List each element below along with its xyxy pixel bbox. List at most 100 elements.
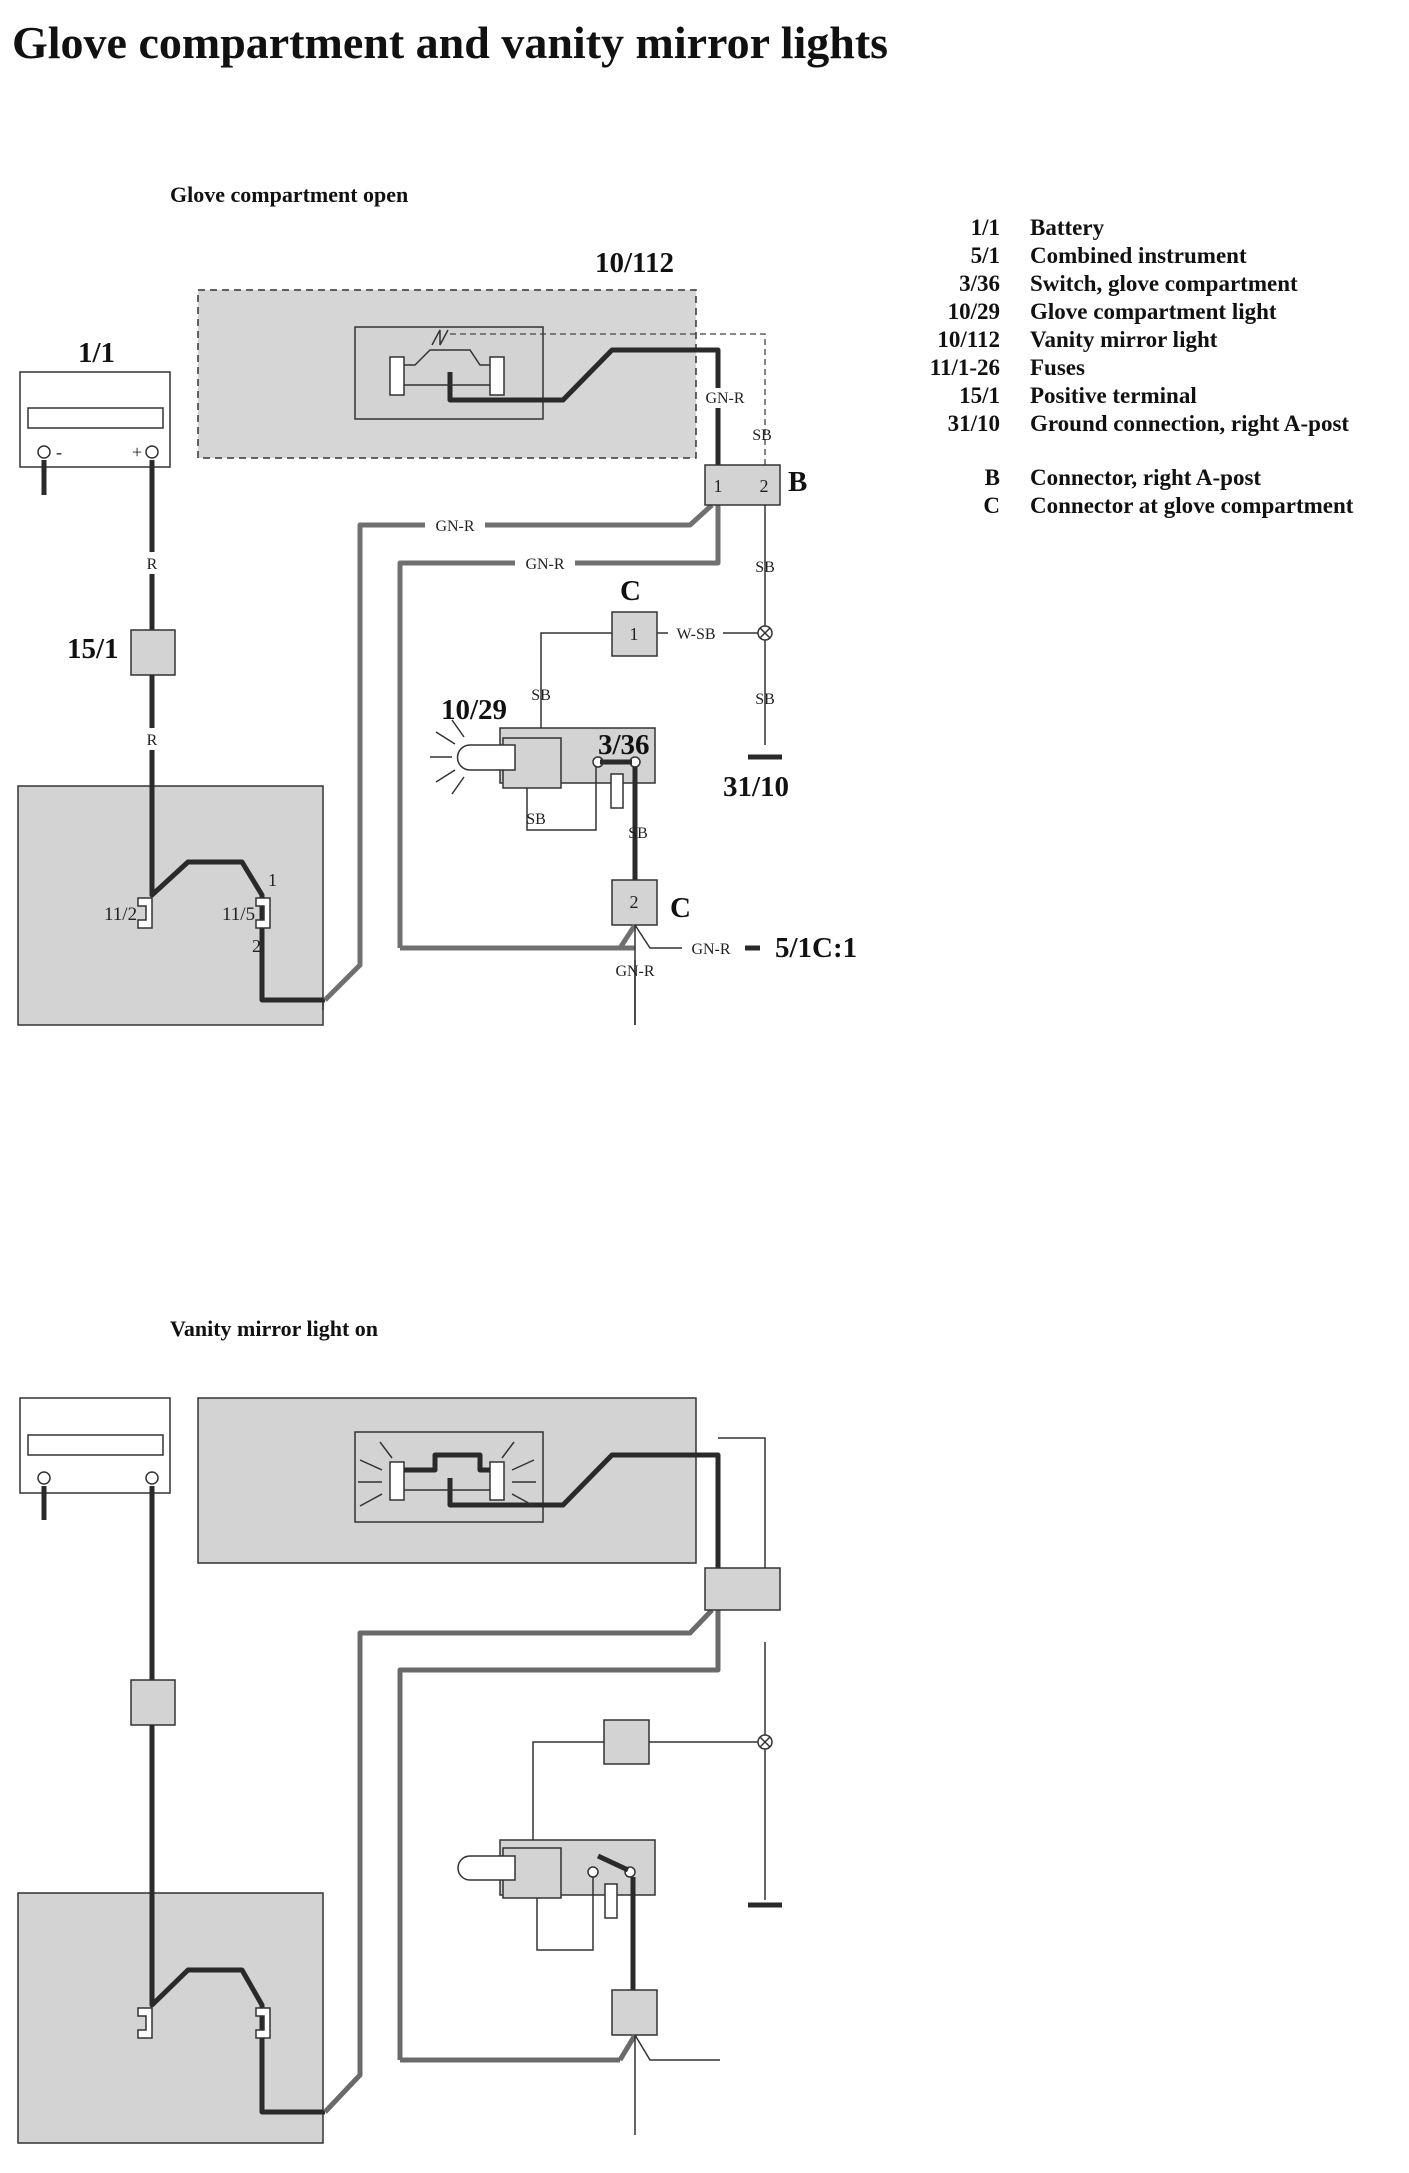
panel-heading: Vanity mirror light on	[170, 1316, 378, 1341]
wire-gnr-to-c	[617, 923, 638, 950]
wire-gnr-to-c	[617, 2033, 638, 2062]
legend-name: Fuses	[1030, 355, 1085, 380]
legend-code: 11/1-26	[930, 355, 1000, 380]
light-ray	[379, 1441, 393, 1459]
panel-heading: Glove compartment open	[170, 182, 408, 207]
legend-code: 1/1	[971, 215, 1000, 240]
switch-label: 3/36	[598, 729, 650, 761]
light-ray	[451, 776, 465, 795]
mirror-lamp-wire	[404, 1452, 490, 1473]
connector-c-top	[611, 611, 658, 657]
label-bg	[515, 554, 575, 574]
wire-label-sb: SB	[531, 687, 551, 704]
mirror-lamp-left	[389, 356, 405, 396]
battery-terminal-pos	[145, 1471, 159, 1485]
glove-lamp-bulb	[456, 744, 516, 771]
connector-b-label: B	[788, 466, 807, 498]
light-ray	[359, 1493, 383, 1507]
battery: 1/1 - +	[19, 337, 171, 495]
wire-label-r: R	[147, 732, 158, 749]
mirror-switch-symbol	[431, 329, 449, 346]
fuse-pin: 2	[252, 936, 261, 956]
glove-light-label: 10/29	[441, 694, 507, 726]
wire-label-sb: SB	[628, 825, 648, 842]
panel-vanity-on: Vanity mirror light on	[17, 1316, 782, 2144]
label-bg	[142, 552, 162, 574]
battery-terminal-neg	[37, 1471, 51, 1485]
legend-name: Connector at glove compartment	[1030, 493, 1354, 518]
legend-name: Positive terminal	[1030, 383, 1197, 408]
wire-sb-light	[540, 632, 612, 735]
fuse-clip-left	[137, 897, 153, 929]
connector-b	[704, 464, 781, 506]
battery-terminal-pos	[145, 445, 159, 459]
legend-name: Connector, right A-post	[1030, 465, 1261, 490]
wire-gnr-down	[322, 925, 636, 1025]
mirror-dashed-link	[450, 333, 766, 465]
wire-label-gnr: GN-R	[705, 390, 744, 407]
legend-code: 5/1	[971, 243, 1000, 268]
connector-c-top	[603, 1719, 650, 1765]
ground-label: 31/10	[723, 771, 789, 803]
legend-name: Ground connection, right A-post	[1030, 411, 1349, 436]
wire-mirror-feed	[447, 1452, 721, 1598]
wire-sb-switch-loop	[536, 1877, 594, 1951]
fuse-label-left: 11/2	[104, 904, 137, 925]
wire-label-wsb: W-SB	[676, 626, 715, 643]
wire-gnr-upper	[323, 1608, 714, 2114]
connector-b	[704, 1567, 781, 1611]
wire-r-fuse	[149, 1725, 325, 2115]
mirror-lamp-wire	[404, 349, 490, 366]
connector-c-bottom	[611, 879, 658, 926]
light-ray	[511, 1459, 535, 1471]
light-ray	[435, 769, 456, 783]
light-ray	[511, 1493, 535, 1507]
splice-cross	[759, 627, 771, 639]
legend-name: Combined instrument	[1030, 243, 1247, 268]
fuse-box	[17, 1892, 324, 2144]
wire-label-r: R	[147, 556, 158, 573]
switch-lever-open	[596, 1853, 630, 1873]
connector-pin: 2	[760, 476, 769, 496]
battery-pos-mark: +	[132, 442, 142, 462]
positive-terminal-label: 15/1	[67, 633, 119, 665]
fuse-clip-right	[255, 2007, 271, 2039]
legend-name: Glove compartment light	[1030, 299, 1277, 324]
switch-plunger	[610, 773, 624, 809]
wire-gnr-upper	[323, 503, 714, 1002]
mirror-link	[718, 1437, 766, 1598]
legend-code: 3/36	[959, 271, 1000, 296]
legend: 1/1 Battery 5/1 Combined instrument 3/36…	[930, 215, 1354, 518]
light-ray	[435, 731, 456, 745]
battery-cell	[27, 1434, 164, 1456]
positive-terminal-box	[130, 629, 176, 676]
fuse-clip-left	[137, 2007, 153, 2039]
wire-gnr-instr	[634, 924, 682, 949]
positive-terminal-box	[130, 1679, 176, 1726]
connector-c-label: C	[670, 892, 691, 924]
wire-sb-switch-loop	[526, 767, 597, 831]
page-title: Glove compartment and vanity mirror ligh…	[12, 17, 888, 68]
battery-neg-mark: -	[56, 442, 62, 462]
label-bg	[425, 516, 485, 536]
switch-contact	[587, 1866, 599, 1878]
wire-label-sb: SB	[755, 559, 775, 576]
connector-pin: 1	[714, 476, 723, 496]
wire-label-gnr: GN-R	[435, 518, 474, 535]
mirror-lamp-right	[489, 356, 505, 396]
light-ray	[501, 1441, 515, 1459]
switch-plunger	[604, 1883, 618, 1919]
legend-name: Battery	[1030, 215, 1105, 240]
legend-code: 10/29	[948, 299, 1000, 324]
wire-label-sb: SB	[526, 811, 546, 828]
glove-lamp-bulb	[457, 1855, 516, 1881]
legend-code: B	[985, 465, 1000, 490]
wire-gnr-lower	[397, 1610, 721, 2060]
legend-code: 31/10	[948, 411, 1000, 436]
connector-c-bottom	[611, 1989, 658, 2036]
connector-pin: 2	[630, 892, 639, 912]
label-bg	[700, 388, 748, 408]
connector-c-label: C	[620, 575, 641, 607]
wire-r-fuse	[149, 675, 325, 1003]
